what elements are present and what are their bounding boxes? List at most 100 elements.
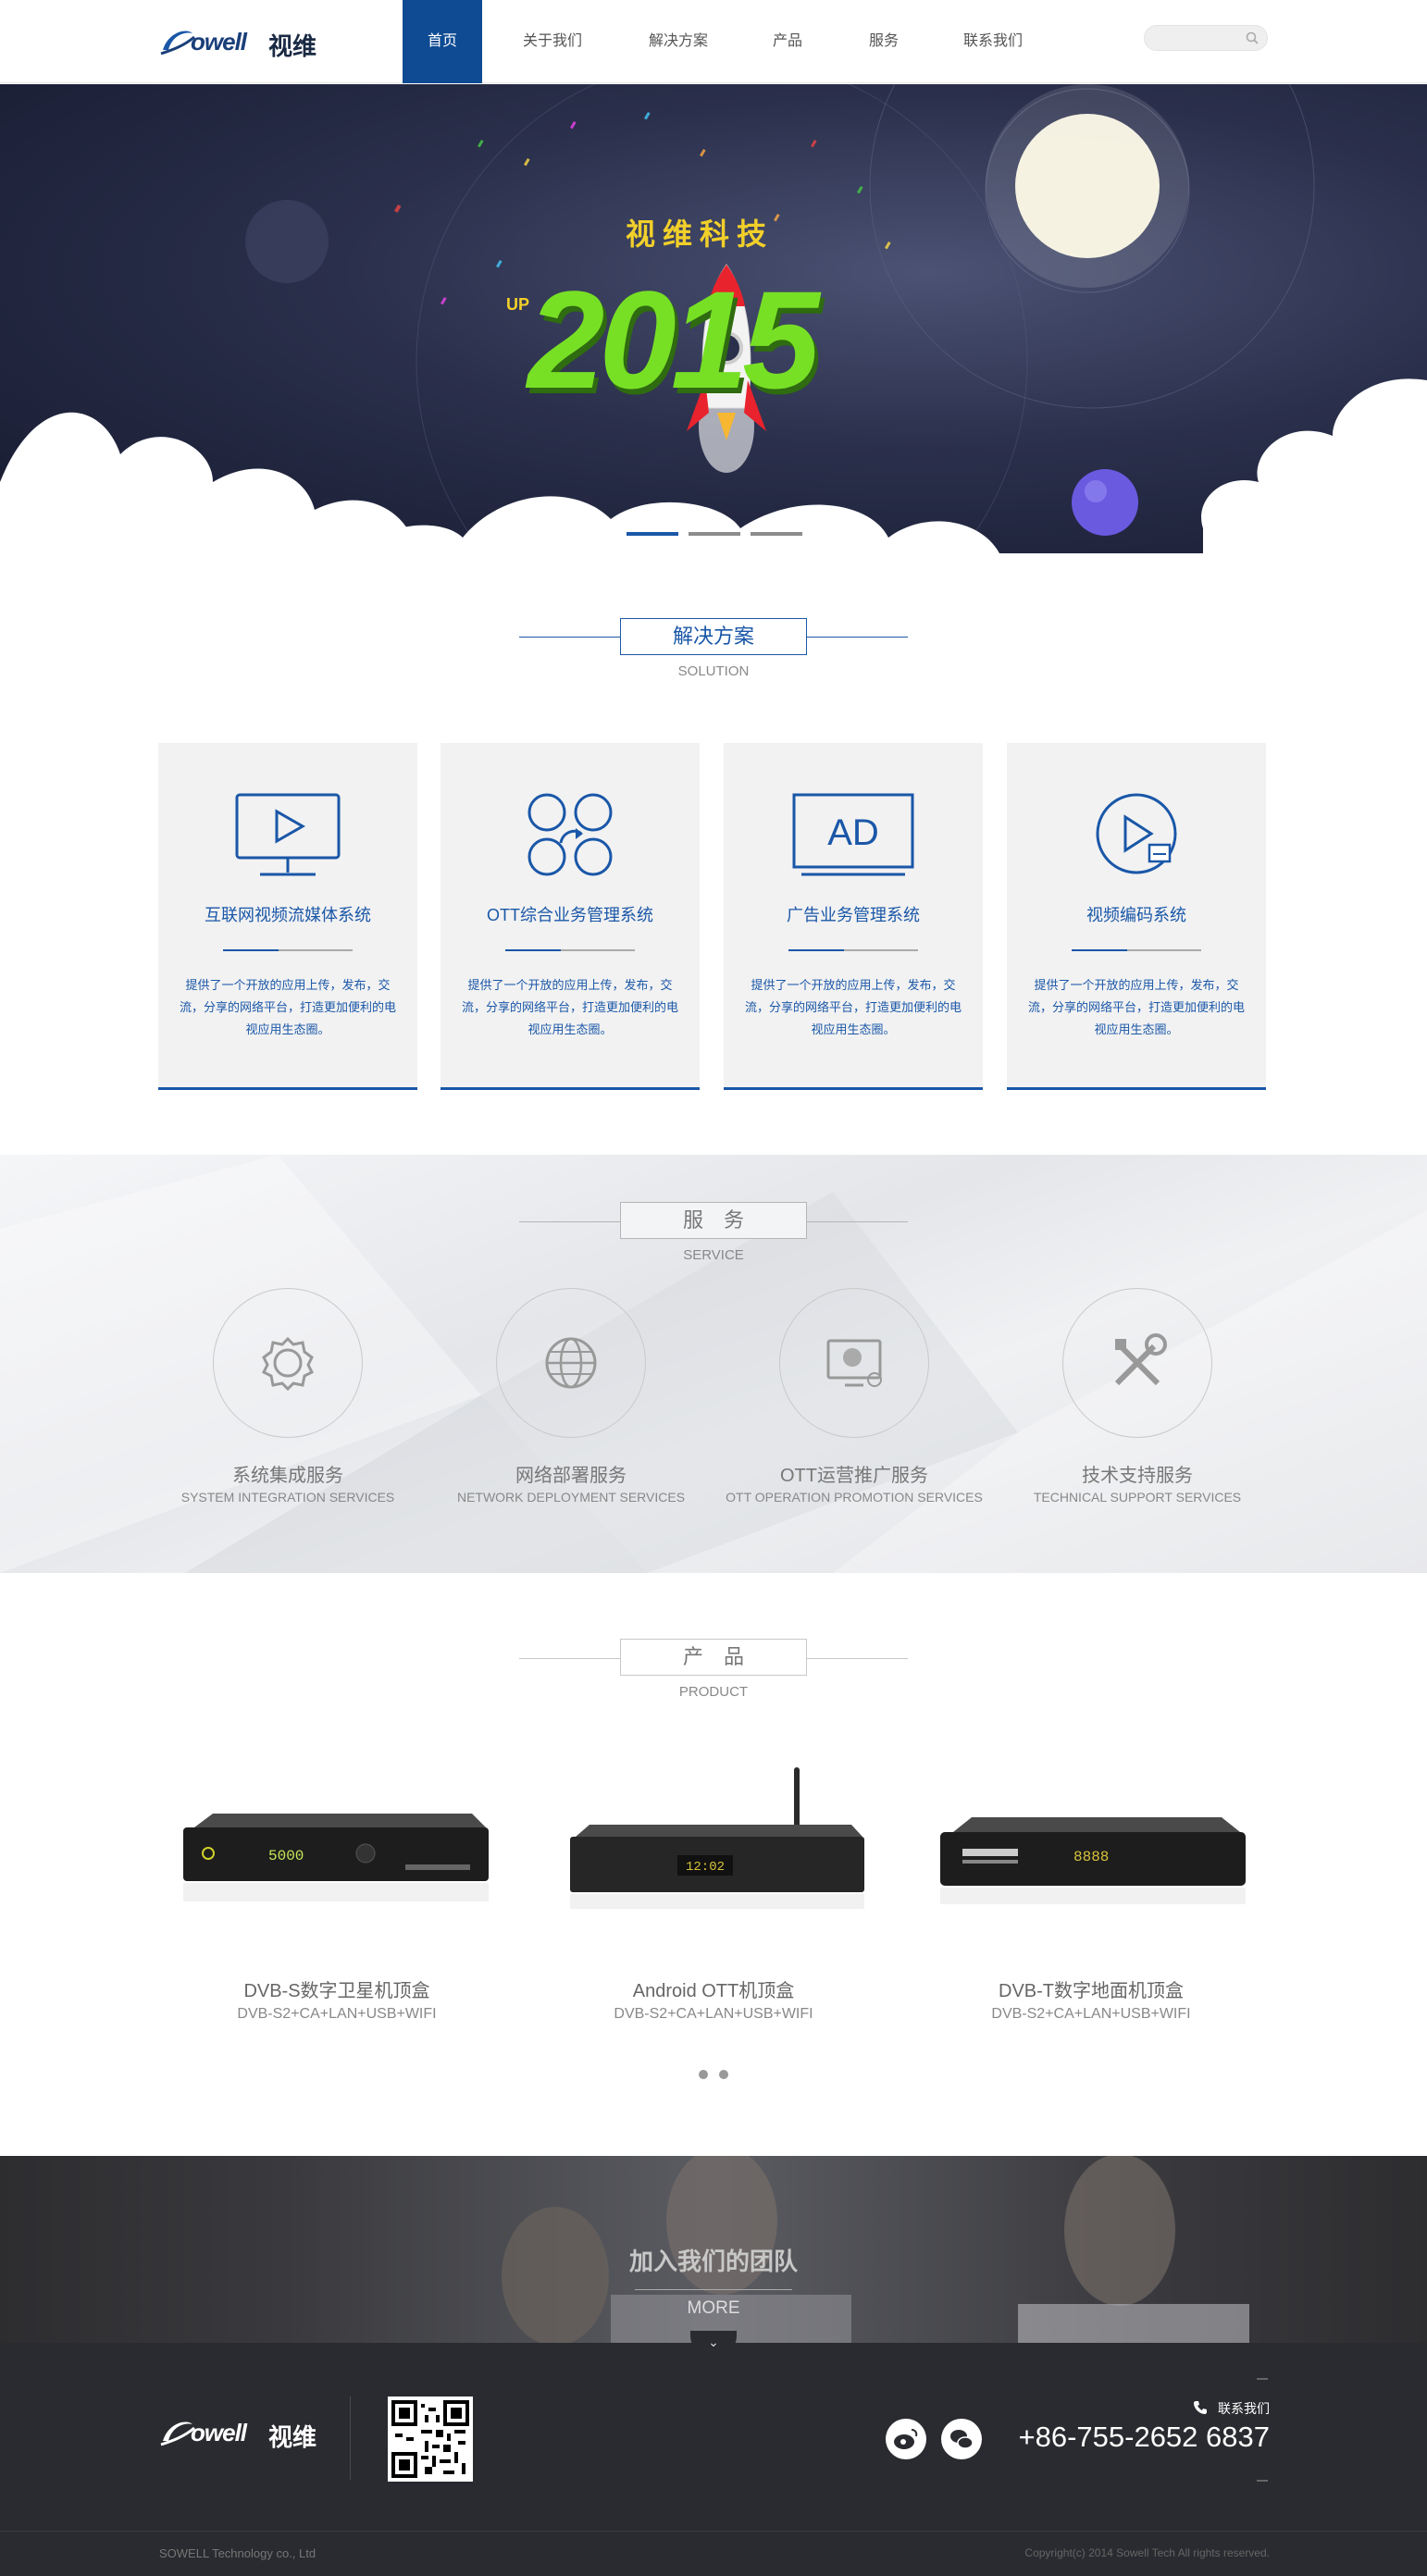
service-name-en: NETWORK DEPLOYMENT SERVICES [456, 1490, 686, 1505]
gear-icon [261, 1336, 315, 1392]
tools-icon [1114, 1333, 1167, 1386]
product-image-dvb-t[interactable]: 8888 [935, 1758, 1249, 1925]
solution-card-2[interactable]: OTT综合业务管理系统 提供了一个开放的应用上传，发布，交流，分享的网络平台，打… [441, 743, 700, 1090]
solution-card-title: OTT综合业务管理系统 [487, 906, 653, 924]
service-item-technical-support[interactable] [1062, 1288, 1212, 1438]
team-photo [502, 2156, 1249, 2343]
service-name-en: OTT OPERATION PROMOTION SERVICES [726, 1490, 983, 1505]
product-name[interactable]: DVB-S数字卫星机顶盒 [243, 1981, 430, 2001]
service-item-system-integration[interactable] [213, 1288, 363, 1438]
footer-logo[interactable]: owell 视维 [159, 2411, 326, 2458]
product-slider-dot-1[interactable] [699, 2070, 708, 2079]
card-divider [788, 949, 918, 951]
service-name: 系统集成服务 [232, 1466, 343, 1486]
search-icon[interactable] [1245, 31, 1259, 45]
team-banner [0, 2156, 1427, 2343]
product-name[interactable]: DVB-T数字地面机顶盒 [999, 1981, 1184, 2001]
qr-code-pattern [391, 2400, 469, 2478]
site-footer [0, 2343, 1427, 2576]
product-image-android-ott[interactable]: 12:02 [557, 1758, 872, 1925]
solution-card-3[interactable]: AD 广告业务管理系统 提供了一个开放的应用上传，发布，交流，分享的网络平台，打… [724, 743, 983, 1090]
product-image-dvb-s[interactable]: 5000 [176, 1758, 490, 1925]
nav-solutions[interactable]: 解决方案 [648, 33, 708, 49]
nav-home[interactable]: 首页 [403, 0, 482, 83]
sowell-logo[interactable]: owell 视维 [159, 20, 326, 65]
phone-number: +86-755-2652 6837 [1018, 2421, 1271, 2453]
product-subtitle: PRODUCT [678, 1684, 749, 1700]
product-spec: DVB-S2+CA+LAN+USB+WIFI [991, 2006, 1191, 2022]
logo-swoosh-icon [160, 2421, 195, 2446]
monitor-play-icon [235, 793, 341, 876]
footer-divider [350, 2396, 351, 2480]
logo-wordmark: owell [191, 2419, 247, 2446]
service-title: 服 务 [620, 1202, 807, 1239]
product-display: 12:02 [686, 1860, 725, 1875]
service-name: OTT运营推广服务 [780, 1466, 928, 1486]
wechat-icon[interactable] [941, 2419, 982, 2459]
weibo-icon[interactable] [886, 2419, 926, 2459]
company-name: SOWELL Technology co., Ltd [159, 2546, 316, 2560]
nav-about[interactable]: 关于我们 [522, 33, 582, 49]
team-title: 加入我们的团队 [628, 2248, 798, 2275]
phone-icon [1194, 2401, 1207, 2414]
product-display: 8888 [1073, 1849, 1109, 1865]
product-slider-dot-2[interactable] [719, 2070, 728, 2079]
solution-card-4[interactable]: 视频编码系统 提供了一个开放的应用上传，发布，交流，分享的网络平台，打造更加便利… [1007, 743, 1266, 1090]
product-display: 5000 [268, 1848, 304, 1864]
product-title: 产 品 [620, 1639, 807, 1676]
nav-contact[interactable]: 联系我们 [962, 33, 1023, 49]
solution-card-desc: 提供了一个开放的应用上传，发布，交流，分享的网络平台，打造更加便利的电视应用生态… [461, 978, 678, 1036]
logo-chinese: 视维 [268, 32, 317, 60]
slider-dot-2[interactable] [689, 532, 740, 536]
team-title-line [635, 2289, 792, 2290]
footer-separator [0, 2531, 1427, 2532]
service-item-network-deployment[interactable] [496, 1288, 646, 1438]
qr-code [388, 2396, 473, 2482]
card-divider [505, 949, 635, 951]
logo-swoosh-icon [160, 31, 195, 56]
service-name: 技术支持服务 [1082, 1466, 1193, 1486]
solution-title: 解决方案 [620, 618, 807, 655]
solution-card-1[interactable]: 互联网视频流媒体系统 提供了一个开放的应用上传，发布，交流，分享的网络平台，打造… [158, 743, 417, 1090]
solution-card-title: 互联网视频流媒体系统 [205, 906, 371, 924]
copyright-text: Copyright(c) 2014 Sowell Tech All rights… [1024, 2546, 1270, 2559]
banner-up-label: UP [506, 295, 530, 314]
ad-screen-icon: AD [792, 793, 914, 876]
search-input[interactable] [1156, 30, 1239, 46]
rocket-icon [687, 264, 766, 473]
slider-dot-1[interactable] [627, 532, 678, 536]
hero-banner: 视维科技 UP 2015 [0, 84, 1427, 553]
search-box [1144, 25, 1268, 51]
solution-card-title: 视频编码系统 [1086, 906, 1186, 924]
service-item-ott-promotion[interactable] [779, 1288, 929, 1438]
globe-icon [545, 1337, 597, 1389]
banner-year: 2015 [527, 262, 820, 417]
logo-wordmark: owell [191, 28, 247, 56]
product-name[interactable]: Android OTT机顶盒 [632, 1981, 795, 2001]
card-divider [1072, 949, 1201, 951]
logo-chinese: 视维 [268, 2423, 317, 2451]
site-header: owell 视维 首页 关于我们 解决方案 产品 服务 联系我们 [0, 0, 1427, 83]
banner-scene [0, 84, 1427, 553]
solution-card-title: 广告业务管理系统 [787, 906, 920, 924]
nav-products[interactable]: 产品 [772, 33, 802, 49]
service-subtitle: SERVICE [683, 1247, 744, 1263]
footer-dash [1257, 2378, 1268, 2380]
card-divider [223, 949, 353, 951]
svg-text:AD: AD [827, 812, 879, 853]
slider-dot-3[interactable] [751, 532, 802, 536]
contact-label[interactable]: 联系我们 [1218, 2401, 1270, 2416]
team-more-link[interactable]: MORE [687, 2298, 740, 2318]
service-name: 网络部署服务 [515, 1466, 627, 1486]
solution-subtitle: SOLUTION [677, 663, 750, 679]
monitor-globe-icon [826, 1339, 882, 1387]
footer-dash [1257, 2480, 1268, 2482]
nav-service[interactable]: 服务 [868, 33, 899, 49]
solution-card-desc: 提供了一个开放的应用上传，发布，交流，分享的网络平台，打造更加便利的电视应用生态… [1027, 978, 1245, 1036]
product-spec: DVB-S2+CA+LAN+USB+WIFI [614, 2006, 813, 2022]
product-spec: DVB-S2+CA+LAN+USB+WIFI [237, 2006, 437, 2022]
grid-circles-icon [527, 793, 613, 876]
service-name-en: SYSTEM INTEGRATION SERVICES [180, 1490, 395, 1505]
solution-card-desc: 提供了一个开放的应用上传，发布，交流，分享的网络平台，打造更加便利的电视应用生态… [744, 978, 962, 1036]
solution-card-desc: 提供了一个开放的应用上传，发布，交流，分享的网络平台，打造更加便利的电视应用生态… [179, 978, 396, 1036]
